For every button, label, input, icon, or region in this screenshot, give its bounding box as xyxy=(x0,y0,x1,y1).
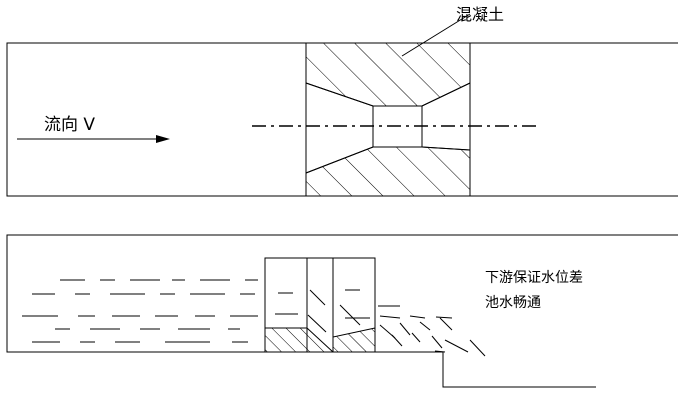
note-line-2: 池水畅通 xyxy=(485,295,541,311)
concrete-label: 混凝土 xyxy=(456,5,504,24)
flow-direction-label: 流向 V xyxy=(44,115,95,135)
gate-base-concrete xyxy=(264,327,376,353)
section-view: 下游保证水位差 池水畅通 xyxy=(6,234,678,388)
note-line-1: 下游保证水位差 xyxy=(485,270,583,286)
concrete-leader xyxy=(401,13,471,57)
concrete-block xyxy=(305,42,471,197)
upstream-water xyxy=(22,279,258,343)
plan-view: 流向 V 混凝土 xyxy=(6,5,678,197)
flow-arrow-head xyxy=(156,135,170,143)
section-outline xyxy=(6,234,678,388)
gate-water xyxy=(275,289,370,333)
downstream-flow xyxy=(378,305,486,357)
